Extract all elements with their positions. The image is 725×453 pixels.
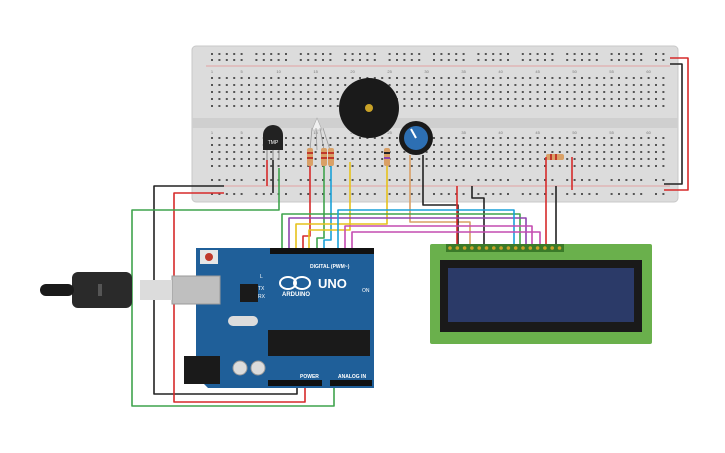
lcd-display[interactable] xyxy=(430,244,652,344)
breadboard-column-number: 35 xyxy=(461,130,466,135)
breadboard[interactable]: 1155101015152020252530303535404045455050… xyxy=(191,45,679,203)
led-on-label: ON xyxy=(362,288,370,294)
breadboard-column-number: 45 xyxy=(535,130,540,135)
breadboard-column-number: 30 xyxy=(424,69,429,74)
resistor-blue[interactable] xyxy=(328,148,334,166)
power-header-label: POWER xyxy=(300,374,319,380)
breadboard-column-number: 35 xyxy=(461,69,466,74)
usb-cable xyxy=(40,272,132,308)
rgb-led[interactable] xyxy=(309,117,331,151)
arduino-uno[interactable]: ARDUINO UNO DIGITAL (PWM~) POWER ANALOG … xyxy=(40,248,374,388)
breadboard-column-number: 25 xyxy=(387,69,392,74)
breadboard-column-number: 60 xyxy=(646,130,651,135)
wires xyxy=(131,57,689,407)
breadboard-column-number: 20 xyxy=(350,69,355,74)
breadboard-column-number: 55 xyxy=(609,130,614,135)
lcd-pin-header xyxy=(448,246,562,250)
breadboard-column-number: 40 xyxy=(498,130,503,135)
piezo-buzzer[interactable] xyxy=(339,78,399,138)
arduino-model: UNO xyxy=(318,276,347,291)
breadboard-holes xyxy=(211,53,665,195)
breadboard-column-number: 50 xyxy=(572,69,577,74)
led-tx-label: TX xyxy=(258,286,265,292)
breadboard-column-number: 50 xyxy=(572,130,577,135)
resistor-green[interactable] xyxy=(321,148,327,166)
led-rx-label: RX xyxy=(258,294,266,300)
breadboard-column-number: 60 xyxy=(646,69,651,74)
arduino-logo xyxy=(279,276,311,290)
resistor-red[interactable] xyxy=(307,148,313,166)
sensor-label: TMP xyxy=(268,140,279,146)
breadboard-column-number: 25 xyxy=(387,130,392,135)
breadboard-column-number: 5 xyxy=(240,130,243,135)
resistor-buzzer[interactable] xyxy=(384,148,390,166)
breadboard-column-number: 5 xyxy=(240,69,243,74)
breadboard-column-number: 55 xyxy=(609,69,614,74)
resistor-lcd-backlight[interactable] xyxy=(546,154,564,160)
breadboard-column-number: 10 xyxy=(276,69,281,74)
breadboard-column-number: 40 xyxy=(498,69,503,74)
breadboard-column-number: 1 xyxy=(211,130,214,135)
potentiometer[interactable] xyxy=(399,121,433,155)
digital-header-label: DIGITAL (PWM~) xyxy=(310,264,350,270)
arduino-brand: ARDUINO xyxy=(282,292,310,298)
led-l-label: L xyxy=(260,274,263,280)
temperature-sensor[interactable]: TMP xyxy=(263,125,283,160)
breadboard-column-number: 45 xyxy=(535,69,540,74)
analog-header-label: ANALOG IN xyxy=(338,374,366,380)
breadboard-column-number: 15 xyxy=(313,69,318,74)
breadboard-column-number: 1 xyxy=(211,69,214,74)
